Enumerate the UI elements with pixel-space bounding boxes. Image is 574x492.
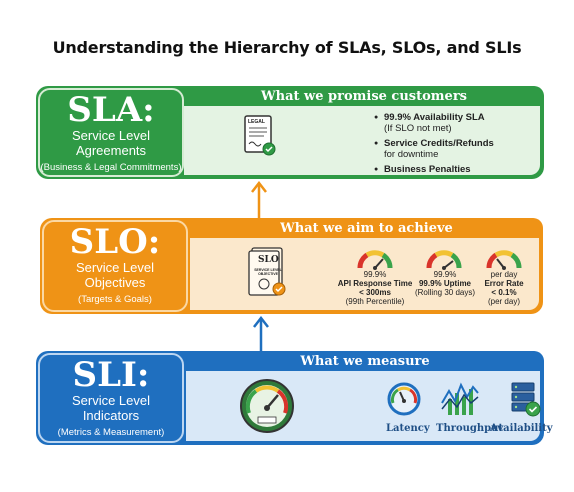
sli-tier: What we measure Latency <box>36 351 553 445</box>
sli-body: Latency Throughput Availability <box>186 371 553 441</box>
slo-name-line1: Service Level <box>75 260 155 275</box>
gauge-uptime: 99.9% 99.9% Uptime (Rolling 30 days) <box>414 270 476 297</box>
legal-doc-label: LEGAL <box>248 119 265 125</box>
slo-body: SLO SERVICE LEVEL OBJECTIVE 99.9% API Re… <box>190 238 539 310</box>
server-availability-icon <box>511 382 541 417</box>
sli-header: What we measure <box>186 351 544 371</box>
sla-name-line1: Service Level <box>71 128 151 143</box>
slo-certificate-icon <box>248 247 286 296</box>
list-item: 99.9% Availability SLA(If SLO not met) <box>374 112 494 134</box>
sla-label-box: SLA: Service Level Agreements (Business … <box>38 88 184 177</box>
metric-throughput: Throughput <box>436 423 504 434</box>
gauge-icon <box>426 250 462 270</box>
throughput-chart-icon <box>441 382 479 415</box>
slo-doc-label: SLO <box>258 255 279 265</box>
sla-bullets: 99.9% Availability SLA(If SLO not met) S… <box>374 112 494 179</box>
metric-latency: Latency <box>386 423 430 434</box>
slo-name-line2: Objectives <box>84 275 146 290</box>
sli-note: (Metrics & Measurement) <box>57 427 165 438</box>
arrow-up-icon <box>253 316 269 352</box>
sla-body: LEGAL 99.9% Availability SLA(If SLO not … <box>184 106 540 175</box>
slo-doc-sub: SERVICE LEVEL OBJECTIVE <box>254 268 282 276</box>
gauge-error-rate: per day Error Rate < 0.1% (per day) <box>484 270 524 306</box>
page-title: Understanding the Hierarchy of SLAs, SLO… <box>52 38 522 57</box>
sla-note: (Business & Legal Commitments) <box>40 162 182 173</box>
speedometer-icon <box>240 379 294 433</box>
legal-document-icon <box>244 115 276 156</box>
metric-availability: Availability <box>490 423 553 434</box>
sli-acronym: SLI: <box>72 355 150 395</box>
sli-name-line1: Service Level <box>71 393 151 408</box>
latency-gauge-icon <box>387 382 421 416</box>
slo-header: What we aim to achieve <box>190 218 543 238</box>
sla-acronym: SLA: <box>67 90 155 130</box>
sla-tier: What we promise customers LEGAL 99.9% Av… <box>36 86 544 179</box>
list-item: Business Penalties <box>374 164 494 175</box>
slo-note: (Targets & Goals) <box>78 294 152 305</box>
arrow-up-icon <box>251 181 267 218</box>
gauge-api-response: 99.9% API Response Time < 300ms (99th Pe… <box>337 270 413 306</box>
sla-name-line2: Agreements <box>75 143 147 158</box>
slo-tier: What we aim to achieve SLO SERVICE LEVEL… <box>40 218 543 314</box>
sla-header: What we promise customers <box>184 86 544 106</box>
gauge-icon <box>486 250 522 270</box>
sli-label-box: SLI: Service Level Indicators (Metrics &… <box>38 353 184 443</box>
slo-acronym: SLO: <box>69 222 161 262</box>
sli-name-line2: Indicators <box>82 408 140 423</box>
slo-label-box: SLO: Service Level Objectives (Targets &… <box>42 220 188 312</box>
gauge-icon <box>357 250 393 270</box>
